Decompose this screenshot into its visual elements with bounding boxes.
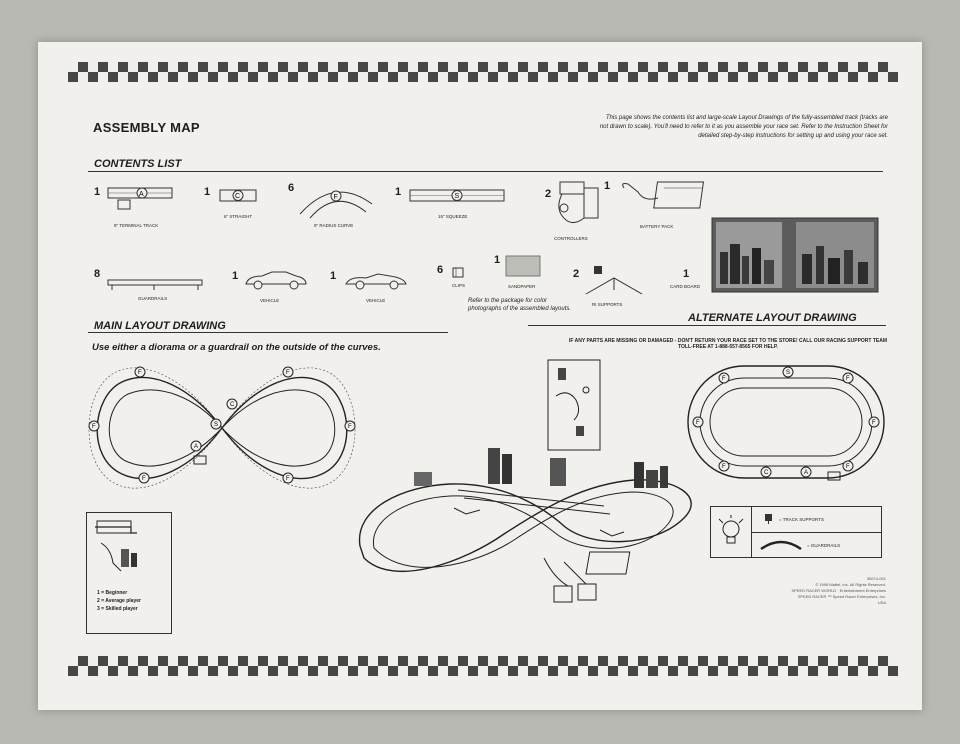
label-clips: CLIPS — [452, 283, 466, 288]
cardboard-diorama-photo — [711, 217, 879, 293]
assembled-track-illustration — [358, 448, 692, 603]
svg-text:S: S — [786, 370, 790, 376]
qty-supports: 2 — [573, 268, 580, 280]
label-squeeze: 15" SQUEEZE — [438, 214, 468, 219]
svg-text:C: C — [230, 402, 235, 408]
qty-terminal: 1 — [94, 186, 101, 198]
contents-rule — [88, 171, 883, 173]
svg-text:A: A — [804, 470, 808, 476]
missing-parts-warning: IF ANY PARTS ARE MISSING OR DAMAGED - DO… — [568, 338, 888, 350]
skill-line-1: 1 = Beginner — [97, 590, 128, 596]
qty-vehicle-1: 1 — [232, 270, 239, 282]
qty-cardboard: 1 — [683, 268, 690, 280]
contents-heading: CONTENTS LIST — [94, 158, 182, 170]
battery-pack-icon — [622, 181, 705, 209]
svg-text:A: A — [194, 444, 198, 450]
legend-box: = TRACK SUPPORTS = GUARDRAILS — [710, 506, 882, 558]
alternate-layout-heading: ALTERNATE LAYOUT DRAWING — [688, 312, 857, 324]
qty-curve: 6 — [288, 182, 295, 194]
svg-text:F: F — [286, 476, 290, 482]
straight-track-icon: C — [219, 189, 257, 202]
controller-icon — [558, 181, 599, 224]
intro-text: This page shows the contents list and la… — [599, 115, 888, 139]
qty-sandpaper: 1 — [494, 254, 501, 266]
qty-guardrails: 8 — [94, 268, 101, 280]
qty-controllers: 2 — [545, 188, 552, 200]
label-straight: 6" STRAIGHT — [224, 214, 253, 219]
svg-text:S: S — [455, 193, 460, 200]
label-guardrails: GUARDRAILS — [138, 296, 168, 301]
svg-text:C: C — [235, 193, 240, 200]
clip-icon — [452, 267, 464, 278]
controller-switch-icon — [95, 520, 137, 572]
svg-text:F: F — [286, 370, 290, 376]
checker-border-top — [68, 62, 898, 82]
footer-line-5: USA — [877, 600, 886, 605]
support-icon — [585, 266, 643, 295]
svg-text:S: S — [214, 422, 218, 428]
guardrail-icon — [107, 279, 203, 290]
label-battery: BATTERY PACK — [640, 224, 674, 229]
svg-text:F: F — [722, 376, 726, 382]
skill-line-2: 2 = Average player — [97, 598, 141, 604]
page-title: ASSEMBLY MAP — [93, 120, 200, 135]
svg-text:F: F — [722, 464, 726, 470]
instruction-sheet: ASSEMBLY MAP This page shows the content… — [38, 42, 922, 710]
svg-text:A: A — [139, 191, 144, 198]
track-support-icon — [765, 514, 772, 524]
skill-level-box: 1 = Beginner 2 = Average player 3 = Skil… — [86, 512, 172, 634]
skill-line-3: 3 = Skilled player — [97, 606, 138, 612]
footer-line-1: 30074-001 — [866, 576, 886, 581]
label-curve: 9" RADIUS CURVE — [314, 223, 354, 228]
vehicle-icon — [345, 273, 407, 290]
sandpaper-icon — [505, 255, 541, 277]
vehicle-icon — [245, 271, 307, 290]
label-sandpaper: SANDPAPER — [508, 284, 536, 289]
footer-line-4: SPEED RACER ™ Speed Racer Enterprises, I… — [797, 594, 886, 599]
qty-battery: 1 — [604, 180, 611, 192]
curve-track-icon: F — [299, 190, 373, 219]
guardrail-legend-icon — [760, 540, 802, 550]
main-layout-instruction: Use either a diorama or a guardrail on t… — [92, 342, 381, 353]
alternate-layout-rule — [528, 325, 886, 327]
svg-text:F: F — [92, 424, 96, 430]
qty-clips: 6 — [437, 264, 444, 276]
label-vehicle-2: VEHICLE — [366, 298, 386, 303]
qty-squeeze: 1 — [395, 186, 402, 198]
qty-vehicle-2: 1 — [330, 270, 337, 282]
lightbulb-icon — [718, 515, 744, 544]
main-layout-heading: MAIN LAYOUT DRAWING — [94, 320, 226, 332]
label-supports: RI SUPPORTS — [592, 302, 623, 307]
figure-eight-track-diagram: F F F F F F S A C — [88, 366, 356, 489]
copyright-block: 30074-001 © 1998 Mattel, Inc. All Rights… — [756, 576, 886, 606]
checker-border-bottom — [68, 656, 898, 676]
label-controllers: CONTROLLERS — [554, 236, 588, 241]
oval-track-diagram: S F F F F C A F F — [687, 365, 885, 481]
label-vehicle-1: VEHICLE — [260, 298, 280, 303]
svg-text:F: F — [846, 376, 850, 382]
main-layout-rule — [88, 332, 448, 334]
legend-guardrails: = GUARDRAILS — [807, 543, 841, 548]
label-cardboard: CARD BOARD — [670, 284, 701, 289]
footer-line-2: © 1998 Mattel, Inc. All Rights Reserved. — [815, 582, 886, 587]
footer-line-3: SPEED RACER WORLD · Entertainment Enterp… — [791, 588, 886, 593]
squeeze-track-icon: S — [409, 189, 505, 202]
svg-text:F: F — [348, 424, 352, 430]
label-terminal: 9" TERMINAL TRACK — [114, 223, 159, 228]
qty-straight: 1 — [204, 186, 211, 198]
svg-text:F: F — [846, 464, 850, 470]
svg-text:C: C — [764, 470, 769, 476]
svg-text:F: F — [334, 194, 338, 201]
svg-text:F: F — [142, 476, 146, 482]
terminal-track-icon: A — [107, 187, 173, 210]
controller-inset-illustration — [547, 359, 601, 451]
legend-supports: = TRACK SUPPORTS — [779, 517, 824, 522]
track-label-f1: F — [138, 370, 142, 376]
photo-note: Refer to the package for color photograp… — [468, 298, 572, 312]
svg-text:F: F — [872, 420, 876, 426]
svg-text:F: F — [696, 420, 700, 426]
